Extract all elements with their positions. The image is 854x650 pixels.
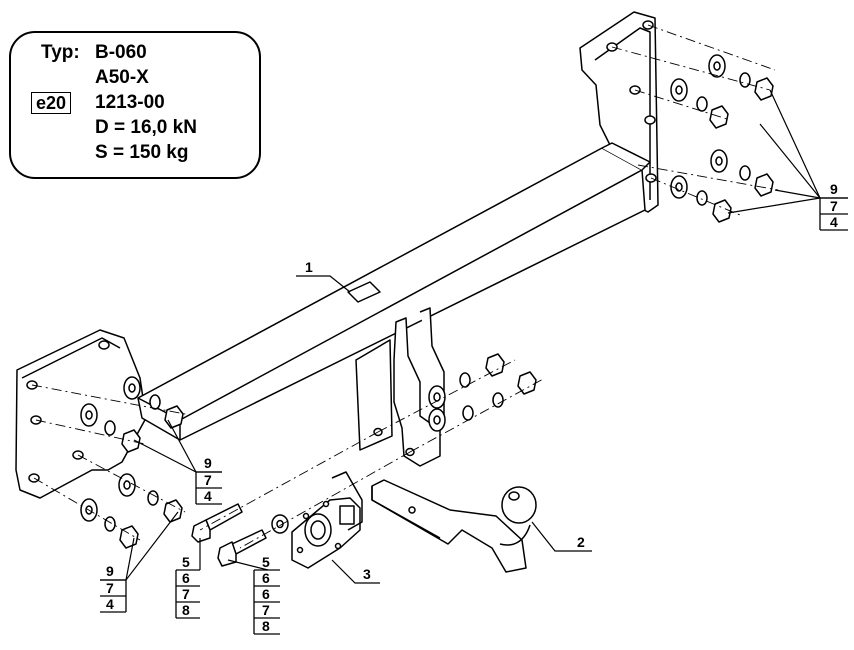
label-bolt-b-5: 5 <box>262 554 270 570</box>
label-bolt-a-5: 5 <box>182 554 190 570</box>
towball-assembly <box>371 479 537 573</box>
right-fasteners <box>670 54 774 223</box>
spec-model: B-060 <box>95 42 147 63</box>
label-bottom-7: 7 <box>106 580 114 596</box>
label-bottom-4: 4 <box>106 596 114 612</box>
label-bottom-9: 9 <box>106 563 114 579</box>
label-bolt-a-8: 8 <box>182 602 190 618</box>
spec-variant: A50-X <box>95 67 149 88</box>
label-left-4: 4 <box>204 488 212 504</box>
bolt-lower <box>217 529 267 567</box>
center-fasteners <box>271 353 537 534</box>
label-crossbar: 1 <box>305 259 313 275</box>
label-bolt-b-6a: 6 <box>262 570 270 586</box>
spec-typ-label: Typ: <box>41 42 80 63</box>
part-labels: 1 2 3 9 7 4 9 7 4 9 7 4 5 6 7 8 5 6 6 7 … <box>106 181 838 634</box>
label-socket-plate: 3 <box>363 566 371 582</box>
label-right-4: 4 <box>830 214 838 230</box>
spec-approval-number: 1213-00 <box>95 92 165 113</box>
socket-plate <box>291 471 363 569</box>
spec-s-value: S = 150 kg <box>95 142 189 163</box>
label-bolt-b-7: 7 <box>262 602 270 618</box>
center-bracket <box>355 307 445 467</box>
label-frames <box>100 197 848 635</box>
bolt-upper <box>191 503 243 543</box>
label-bolt-a-7: 7 <box>182 586 190 602</box>
label-right-9: 9 <box>830 181 838 197</box>
label-bolt-a-6: 6 <box>182 570 190 586</box>
approval-mark: e20 <box>31 92 71 114</box>
alignment-lines <box>31 24 779 549</box>
leader-lines <box>100 89 848 584</box>
label-left-7: 7 <box>204 472 212 488</box>
label-left-9: 9 <box>204 455 212 471</box>
label-towball: 2 <box>577 534 585 550</box>
spec-box <box>9 31 261 179</box>
spec-d-value: D = 16,0 kN <box>95 117 197 138</box>
label-bolt-b-8: 8 <box>262 618 270 634</box>
label-bolt-b-6b: 6 <box>262 586 270 602</box>
label-right-7: 7 <box>830 198 838 214</box>
